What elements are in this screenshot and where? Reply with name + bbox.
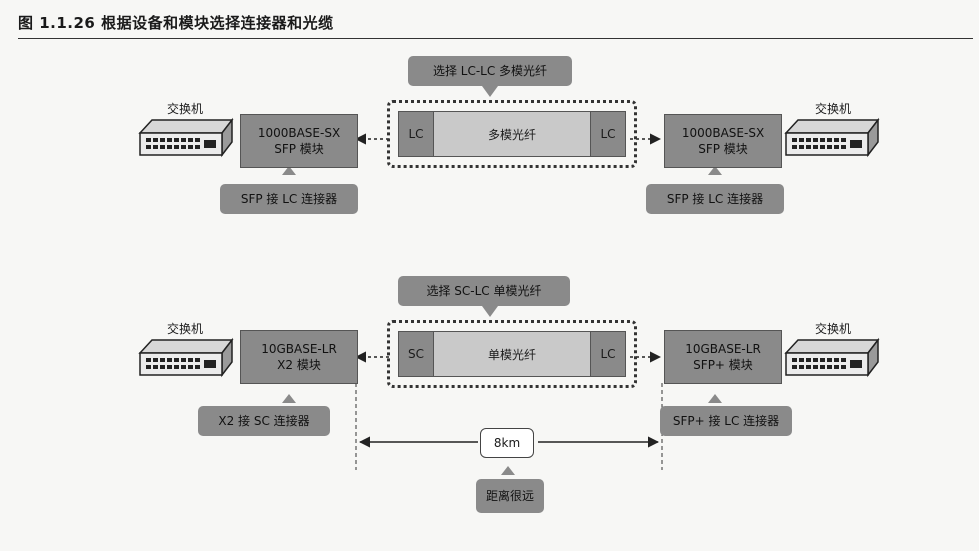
- callout-cable-choice: 选择 LC-LC 多模光纤: [408, 56, 572, 86]
- callout-connector: SFP 接 LC 连接器: [646, 184, 784, 214]
- callout-connector: SFP+ 接 LC 连接器: [660, 406, 792, 436]
- switch-icon: [784, 117, 880, 158]
- switch-icon: [784, 337, 880, 378]
- callout-connector: SFP 接 LC 连接器: [220, 184, 358, 214]
- callout-cable-choice: 选择 SC-LC 单模光纤: [398, 276, 570, 306]
- module-type: 1000BASE-SX: [257, 126, 341, 140]
- callout-connector: X2 接 SC 连接器: [198, 406, 330, 436]
- switch-label: 交换机: [814, 322, 851, 336]
- callout-pointer: [282, 166, 296, 175]
- switch-icon: [138, 337, 234, 378]
- transceiver-module: 10GBASE-LR SFP+ 模块: [664, 330, 782, 384]
- fiber-cable-group: SC 单模光纤 LC: [387, 320, 637, 388]
- connector-right: LC: [590, 332, 625, 376]
- module-type: 10GBASE-LR: [261, 342, 337, 356]
- callout-pointer: [501, 466, 515, 475]
- callout-pointer: [282, 394, 296, 403]
- switch-label: 交换机: [166, 102, 203, 116]
- distance-value: 8km: [480, 428, 534, 458]
- module-form: X2 模块: [277, 358, 321, 372]
- callout-pointer: [482, 86, 498, 97]
- callout-distance: 距离很远: [476, 479, 544, 513]
- switch-label: 交换机: [166, 322, 203, 336]
- switch-label: 交换机: [814, 102, 851, 116]
- fiber-cable-group: LC 多模光纤 LC: [387, 100, 637, 168]
- transceiver-module: 10GBASE-LR X2 模块: [240, 330, 358, 384]
- callout-pointer: [482, 306, 498, 317]
- module-form: SFP+ 模块: [693, 358, 753, 372]
- module-type: 10GBASE-LR: [685, 342, 761, 356]
- callout-pointer: [708, 394, 722, 403]
- fiber-type-label: 多模光纤: [487, 127, 536, 142]
- module-type: 1000BASE-SX: [681, 126, 765, 140]
- connector-left: SC: [399, 332, 434, 376]
- connector-right: LC: [590, 112, 625, 156]
- connector-left: LC: [399, 112, 434, 156]
- module-form: SFP 模块: [698, 142, 748, 156]
- figure-caption: 图 1.1.26 根据设备和模块选择连接器和光缆: [18, 14, 334, 32]
- transceiver-module: 1000BASE-SX SFP 模块: [240, 114, 358, 168]
- caption-rule: [18, 38, 973, 39]
- module-form: SFP 模块: [274, 142, 324, 156]
- fiber-type-label: 单模光纤: [487, 347, 536, 362]
- callout-pointer: [708, 166, 722, 175]
- fiber-cable: LC 多模光纤 LC: [398, 111, 626, 157]
- transceiver-module: 1000BASE-SX SFP 模块: [664, 114, 782, 168]
- switch-icon: [138, 117, 234, 158]
- fiber-cable: SC 单模光纤 LC: [398, 331, 626, 377]
